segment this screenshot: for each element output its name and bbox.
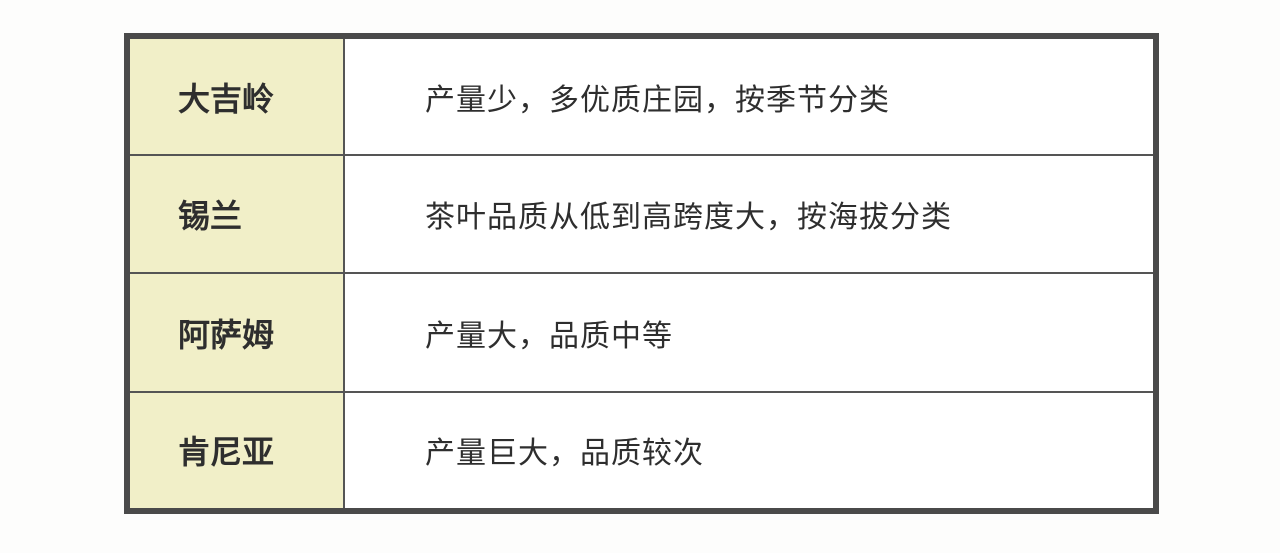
region-name-cell: 大吉岭 (130, 39, 345, 157)
region-name-cell: 肯尼亚 (130, 391, 345, 508)
region-description-cell: 产量大，品质中等 (344, 273, 1153, 393)
region-description-cell: 产量少，多优质庄园，按季节分类 (344, 39, 1153, 157)
table-row: 肯尼亚 产量巨大，品质较次 (130, 391, 1153, 508)
region-name-cell: 阿萨姆 (130, 273, 345, 393)
table-row: 锡兰 茶叶品质从低到高跨度大，按海拔分类 (130, 155, 1153, 275)
table-row: 阿萨姆 产量大，品质中等 (130, 273, 1153, 393)
table: 大吉岭 产量少，多优质庄园，按季节分类 锡兰 茶叶品质从低到高跨度大，按海拔分类… (130, 39, 1153, 508)
region-description-cell: 产量巨大，品质较次 (425, 436, 704, 472)
region-name-cell: 锡兰 (130, 155, 345, 275)
table-row: 大吉岭 产量少，多优质庄园，按季节分类 (130, 39, 1153, 157)
tea-comparison-table: 大吉岭 产量少，多优质庄园，按季节分类 锡兰 茶叶品质从低到高跨度大，按海拔分类… (124, 33, 1159, 514)
region-description-cell: 茶叶品质从低到高跨度大，按海拔分类 (344, 155, 1153, 275)
